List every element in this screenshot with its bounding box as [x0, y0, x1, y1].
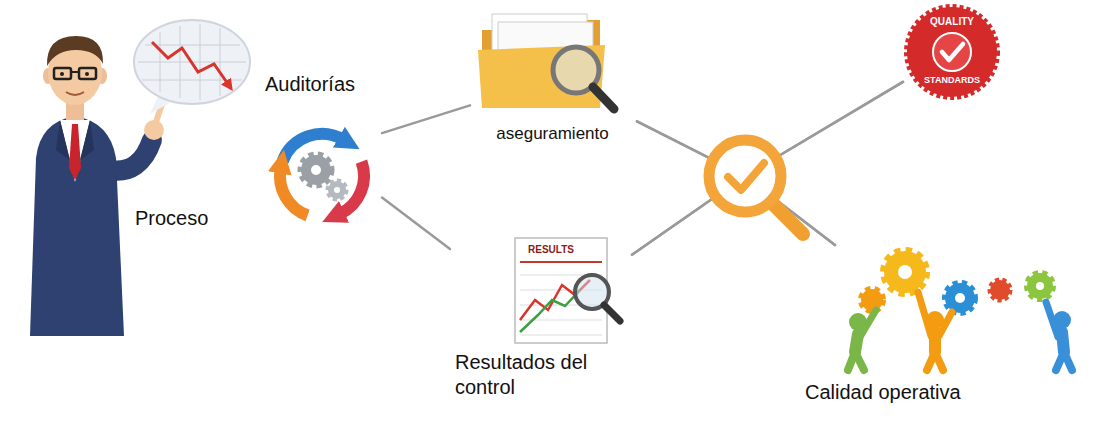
- falling-chart-line: [152, 42, 228, 84]
- cycle-arrow: [340, 162, 364, 214]
- eye: [60, 72, 64, 76]
- cycle-arrow: [280, 169, 308, 216]
- gear: [990, 280, 1010, 300]
- chart-grid: [145, 45, 240, 46]
- results-document-node: RESULTS Resultados del control: [450, 228, 632, 408]
- eye: [85, 72, 89, 76]
- hair: [47, 36, 103, 66]
- speech-bubble-chart: [134, 20, 250, 114]
- speech-bubble: [134, 20, 250, 104]
- process-label: Proceso: [135, 206, 208, 231]
- mouth: [66, 92, 84, 95]
- folder-icon: [478, 14, 614, 109]
- gear: [884, 251, 926, 293]
- lapel: [80, 120, 94, 160]
- gear: [1027, 273, 1053, 299]
- magnifier-handle: [604, 305, 620, 321]
- glasses: [79, 68, 96, 79]
- gear-hub: [1036, 282, 1044, 290]
- stamp-center: [933, 33, 971, 71]
- results-document-icon: [515, 238, 620, 343]
- raised-arm: [110, 140, 152, 171]
- stamp-check: [942, 44, 963, 60]
- magnifier-handle: [772, 203, 803, 234]
- chart-line: [520, 290, 580, 332]
- gear: [861, 289, 883, 311]
- assurance-folder-node: aseguramiento: [470, 5, 637, 153]
- node-heading: Auditorías: [265, 72, 379, 97]
- person-leg: [1064, 352, 1072, 370]
- quality-stamp-node: QUALITY STANDARDS: [903, 3, 1003, 101]
- operational-quality-node: Calidad operativa: [800, 245, 1085, 410]
- person-arm: [918, 292, 931, 336]
- stamp-text: STANDARDS: [903, 75, 1001, 86]
- magnifier-ring: [709, 140, 781, 212]
- stamp-text: QUALITY: [903, 16, 1001, 29]
- header-rule: [520, 261, 602, 263]
- audit-cycle-icon: [280, 134, 364, 216]
- suit-jacket: [30, 116, 124, 336]
- connector-group: [382, 82, 903, 255]
- node-caption: aseguramiento: [470, 123, 635, 144]
- gear: [301, 155, 331, 185]
- connector-line: [382, 197, 450, 249]
- gear: [945, 283, 975, 313]
- person-leg: [855, 352, 864, 370]
- gear-hub: [898, 265, 912, 279]
- magnifier-handle: [593, 87, 614, 109]
- person-leg: [935, 352, 943, 370]
- audit-cycle-node: Auditorías: [262, 68, 382, 236]
- person-arm: [1046, 302, 1058, 337]
- check-mark: [728, 163, 764, 190]
- node-caption: Calidad operativa: [805, 380, 1005, 405]
- node-caption: Resultados del control: [455, 350, 627, 400]
- connector-line: [382, 105, 470, 133]
- person-arm: [860, 310, 876, 337]
- check-magnifier-icon: [709, 140, 803, 234]
- gear: [328, 181, 346, 199]
- gear-hub: [311, 165, 321, 175]
- gear-hub: [334, 187, 340, 193]
- glasses-bridge: [71, 71, 79, 73]
- person-arm: [939, 312, 952, 336]
- folder-front: [478, 45, 605, 108]
- teamwork-gears-icon: [848, 251, 1072, 370]
- lapel: [56, 120, 70, 160]
- cycle-arrow: [283, 134, 344, 162]
- chart-grid: [520, 335, 602, 336]
- connector-line: [632, 82, 903, 255]
- document-header: RESULTS: [528, 244, 598, 257]
- glasses: [54, 68, 71, 79]
- gear-hub: [955, 293, 965, 303]
- tie: [69, 124, 81, 180]
